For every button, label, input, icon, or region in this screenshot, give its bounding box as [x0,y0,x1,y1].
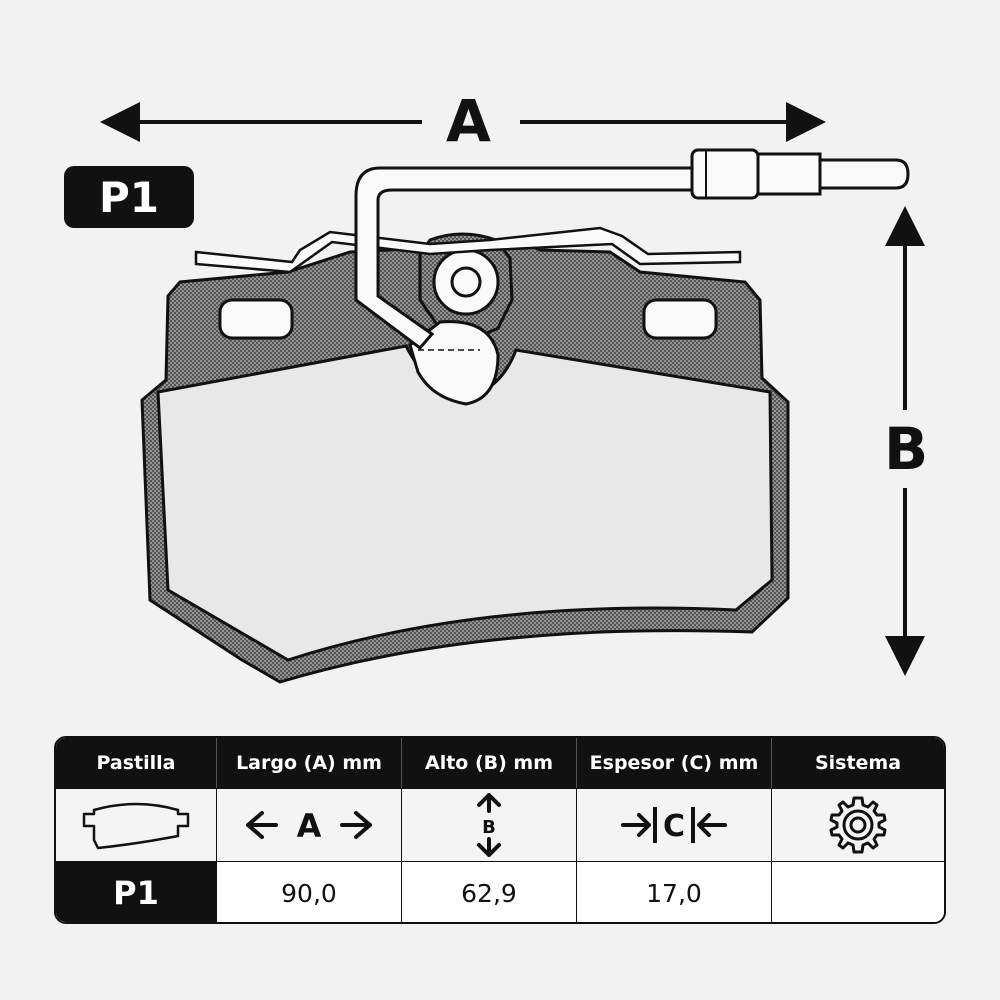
right-mounting-hole [642,298,718,340]
spec-table: Pastilla Largo (A) mm Alto (B) mm Espeso… [54,736,946,924]
header-largo: Largo (A) mm [216,738,401,788]
cell-alto: 62,9 [401,862,576,922]
height-icon-letter: B [482,817,496,838]
header-sistema: Sistema [771,738,944,788]
header-espesor: Espesor (C) mm [576,738,771,788]
thickness-icon-letter: C [663,809,685,844]
sensor-connector-tip [818,158,910,190]
sensor-ring-inner [450,266,482,298]
left-mounting-hole [218,298,294,340]
sensor-connector-sleeve [756,152,822,196]
table-header-row: Pastilla Largo (A) mm Alto (B) mm Espeso… [56,738,944,788]
height-arrows-icon: B [477,793,501,857]
width-icon-letter: A [297,807,322,845]
cell-espesor: 17,0 [576,862,771,922]
brake-pad-icon [82,802,190,850]
gear-icon [829,796,887,854]
anti-rattle-spring [194,226,742,274]
dimension-b-label: B [884,415,929,483]
thickness-arrows-icon: C [621,807,727,844]
sensor-tab [408,320,500,406]
table-icon-row: A B C [56,788,944,861]
cell-sistema [771,862,944,922]
header-pastilla: Pastilla [96,752,176,774]
sensor-connector-body [690,148,760,200]
cell-pastilla: P1 [56,862,216,922]
header-alto: Alto (B) mm [401,738,576,788]
table-row: P1 90,0 62,9 17,0 [56,861,944,922]
cell-largo: 90,0 [216,862,401,922]
dimension-a-label: A [446,87,491,155]
brake-pad-drawing [100,102,925,684]
pad-code-badge: P1 [64,166,194,228]
width-arrows-icon: A [246,807,372,845]
sensor-wire [354,166,694,351]
